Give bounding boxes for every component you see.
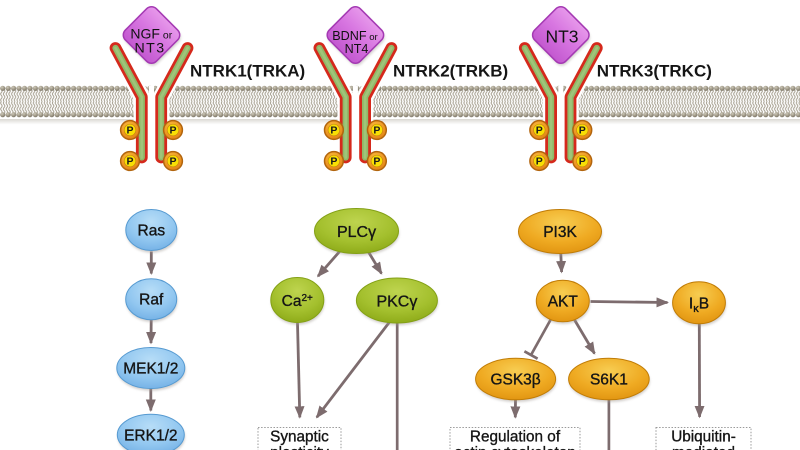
svg-text:PKCγ: PKCγ [376, 294, 417, 311]
svg-text:GSK3β: GSK3β [490, 372, 540, 389]
svg-text:NT3: NT3 [545, 27, 578, 47]
svg-text:P: P [330, 156, 337, 168]
svg-text:NGF or: NGF or [130, 26, 172, 42]
svg-text:NT3: NT3 [134, 40, 165, 56]
svg-text:P: P [579, 125, 586, 137]
svg-text:P: P [169, 125, 176, 137]
svg-text:P: P [536, 125, 543, 137]
svg-text:Raf: Raf [139, 292, 164, 309]
svg-text:P: P [169, 156, 176, 168]
svg-text:P: P [126, 125, 133, 137]
svg-text:NT4: NT4 [345, 42, 369, 56]
svg-text:Ras: Ras [138, 223, 166, 240]
svg-text:BDNF or: BDNF or [332, 29, 378, 43]
svg-text:P: P [126, 156, 133, 168]
svg-text:Synaptic: Synaptic [270, 429, 329, 446]
svg-text:IκB: IκB [689, 295, 709, 315]
svg-text:PLCγ: PLCγ [337, 224, 376, 241]
svg-text:S6K1: S6K1 [590, 372, 628, 389]
svg-text:Regulation of: Regulation of [470, 429, 561, 446]
svg-text:mediated: mediated [672, 444, 735, 450]
svg-text:NTRK1(TRKA): NTRK1(TRKA) [190, 62, 305, 81]
svg-text:P: P [373, 156, 380, 168]
svg-text:plasticity: plasticity [270, 444, 329, 450]
svg-text:P: P [330, 125, 337, 137]
svg-text:P: P [536, 156, 543, 168]
svg-text:NTRK2(TRKB): NTRK2(TRKB) [393, 62, 508, 81]
svg-text:P: P [373, 125, 380, 137]
svg-text:NTRK3(TRKC): NTRK3(TRKC) [597, 62, 712, 81]
svg-text:P: P [579, 156, 586, 168]
svg-text:ERK1/2: ERK1/2 [124, 427, 177, 444]
svg-text:PI3K: PI3K [543, 224, 577, 241]
svg-text:AKT: AKT [548, 294, 579, 311]
svg-text:Ubiquitin-: Ubiquitin- [671, 429, 736, 446]
svg-text:MEK1/2: MEK1/2 [123, 361, 178, 378]
svg-text:actin cytoskeleton: actin cytoskeleton [454, 444, 576, 450]
